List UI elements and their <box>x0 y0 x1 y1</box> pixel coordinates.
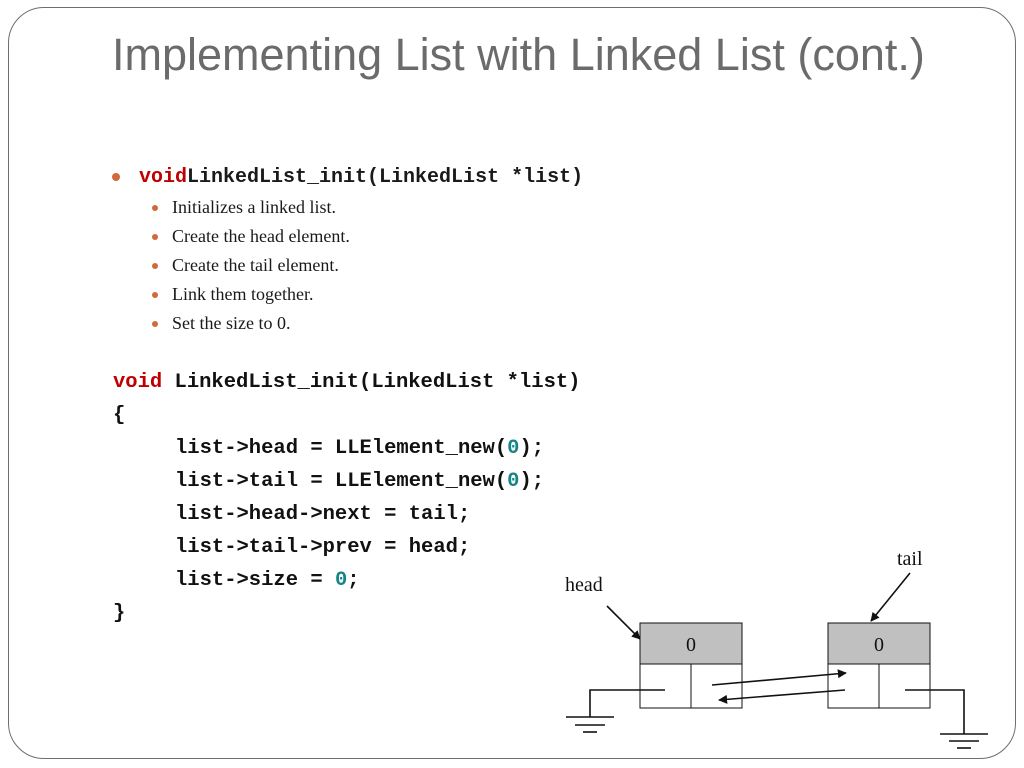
code-line-head-next: list->head->next = tail; <box>175 503 471 526</box>
code-text: list->tail = LLElement_new( <box>175 470 508 493</box>
code-line-size: list->size = 0; <box>113 564 581 597</box>
code-block: void LinkedList_init(LinkedList *list) {… <box>113 366 581 630</box>
sub-bullet-text: Set the size to 0. <box>172 313 291 333</box>
bullet-dot <box>152 233 158 240</box>
sub-bullet: Initializes a linked list. <box>152 193 350 222</box>
bullet-signature: LinkedList_init(LinkedList *list) <box>187 165 584 189</box>
sub-bullet-list: Initializes a linked list. Create the he… <box>152 193 350 338</box>
code-text: ; <box>347 569 360 592</box>
code-number: 0 <box>507 437 520 460</box>
sub-bullet-text: Link them together. <box>172 284 314 304</box>
code-text: LinkedList_init(LinkedList *list) <box>162 371 581 394</box>
code-text: list->head = LLElement_new( <box>175 437 508 460</box>
sub-bullet: Create the head element. <box>152 222 350 251</box>
code-line-signature: void LinkedList_init(LinkedList *list) <box>113 366 581 399</box>
code-keyword: void <box>113 371 163 394</box>
bullet-dot <box>112 173 120 181</box>
code-line-tail-prev: list->tail->prev = head; <box>175 536 471 559</box>
bullet-keyword: void <box>139 165 188 189</box>
bullet-function-signature: void LinkedList_init(LinkedList *list) <box>112 164 583 190</box>
code-text: list->size = <box>175 569 335 592</box>
bullet-dot <box>152 262 158 269</box>
bullet-dot <box>152 320 158 327</box>
sub-bullet-text: Create the tail element. <box>172 255 339 275</box>
code-text: ); <box>519 470 545 493</box>
sub-bullet-text: Initializes a linked list. <box>172 197 336 217</box>
code-text: ); <box>519 437 545 460</box>
sub-bullet: Set the size to 0. <box>152 309 350 338</box>
bullet-dot <box>152 291 158 298</box>
bullet-dot <box>152 204 158 211</box>
code-line-close-brace: } <box>113 602 126 625</box>
sub-bullet: Link them together. <box>152 280 350 309</box>
code-line-head-init: list->head = LLElement_new(0); <box>113 432 581 465</box>
sub-bullet: Create the tail element. <box>152 251 350 280</box>
sub-bullet-text: Create the head element. <box>172 226 350 246</box>
code-number: 0 <box>507 470 520 493</box>
code-line-open-brace: { <box>113 404 126 427</box>
slide-title: Implementing List with Linked List (cont… <box>112 29 925 80</box>
code-line-tail-init: list->tail = LLElement_new(0); <box>113 465 581 498</box>
code-number: 0 <box>334 569 348 592</box>
